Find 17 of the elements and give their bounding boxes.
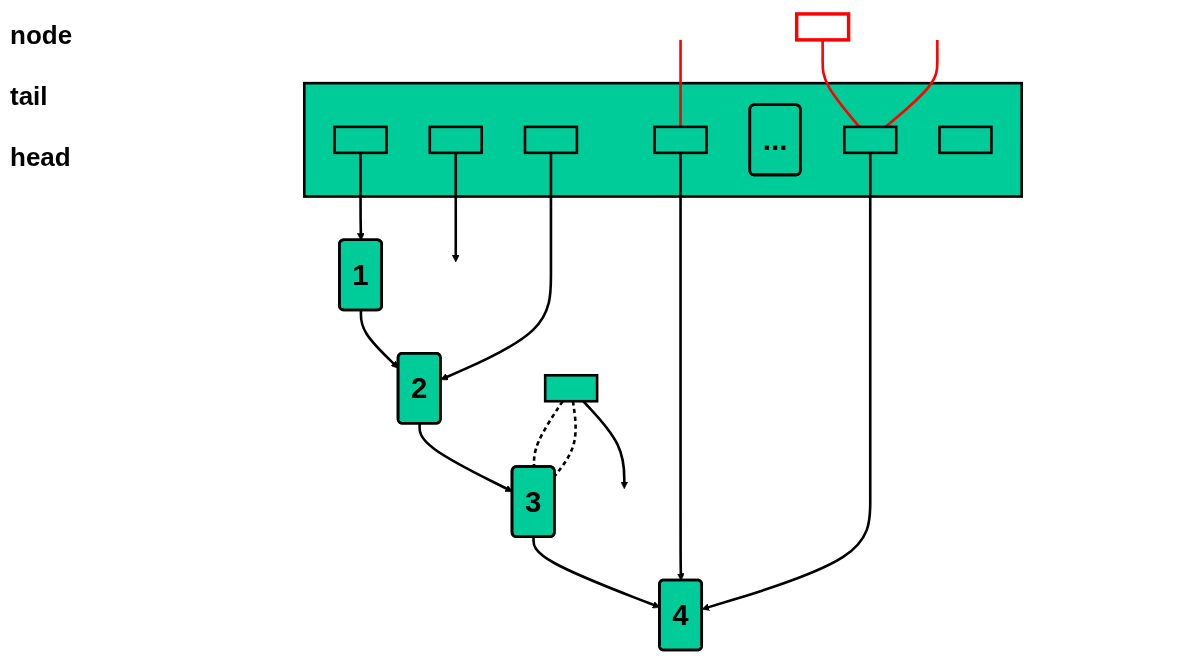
arrow bbox=[440, 152, 553, 381]
label-text: node bbox=[10, 20, 74, 51]
node-box bbox=[653, 125, 708, 155]
arrow bbox=[359, 310, 399, 369]
connector bbox=[679, 39, 682, 127]
node-box bbox=[333, 125, 388, 155]
node-box bbox=[794, 12, 851, 42]
label-text: tail bbox=[10, 81, 49, 112]
node-box bbox=[543, 373, 599, 403]
label-text: head bbox=[10, 142, 72, 173]
node-box bbox=[938, 125, 993, 155]
cluster bbox=[303, 81, 1023, 198]
node-box bbox=[843, 125, 898, 155]
node-box bbox=[428, 125, 484, 155]
node-box bbox=[523, 125, 579, 155]
arrow bbox=[701, 152, 872, 611]
arrow bbox=[451, 152, 460, 263]
